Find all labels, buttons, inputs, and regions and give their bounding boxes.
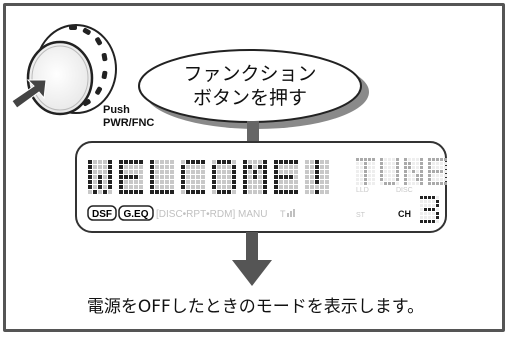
lcd-main-char [181,160,205,194]
ld-label: LLD [356,187,369,194]
dsf-label: DSF [92,209,112,220]
lcd-main-char [88,160,112,194]
lcd-right-char [404,158,423,185]
signal-label: T [280,209,286,219]
press-arrow-icon [11,79,47,109]
lcd-right-char [428,158,447,185]
disc-label: DISC [396,187,413,194]
lcd-channel-digit [420,196,439,223]
lcd-main-char [243,160,267,194]
lcd-right-char [380,158,399,185]
pwr-fnc-label: PWR/FNC [103,117,155,129]
pwr-fnc-knob[interactable] [26,24,117,116]
geq-label: G.EQ [123,209,148,220]
dsf-badge: DSF [87,205,117,221]
lcd-main-char [150,160,174,194]
down-arrow-icon [232,232,272,286]
lcd-main-char [212,160,236,194]
lcd-right-char [356,158,375,185]
signal-strength-icon [287,209,295,217]
mode-row-label: [DISC•RPT•RDM] MANU [156,209,267,220]
lcd-ch-char [420,196,439,223]
st-label: ST [356,212,366,219]
ch-label: CH [398,209,411,219]
lcd-main-text [88,160,329,194]
lcd-main-char [274,160,298,194]
callout-line1: ファンクション [183,63,316,85]
caption-text: 電源をOFFしたときのモードを表示します。 [86,297,425,317]
lcd-main-char [305,160,329,194]
geq-badge: G.EQ [118,205,154,221]
lcd-right-text [356,158,447,185]
push-label: Push [103,104,130,116]
connector-bar [247,121,259,143]
callout-line2: ボタンを押す [193,87,307,109]
lcd-main-char [119,160,143,194]
